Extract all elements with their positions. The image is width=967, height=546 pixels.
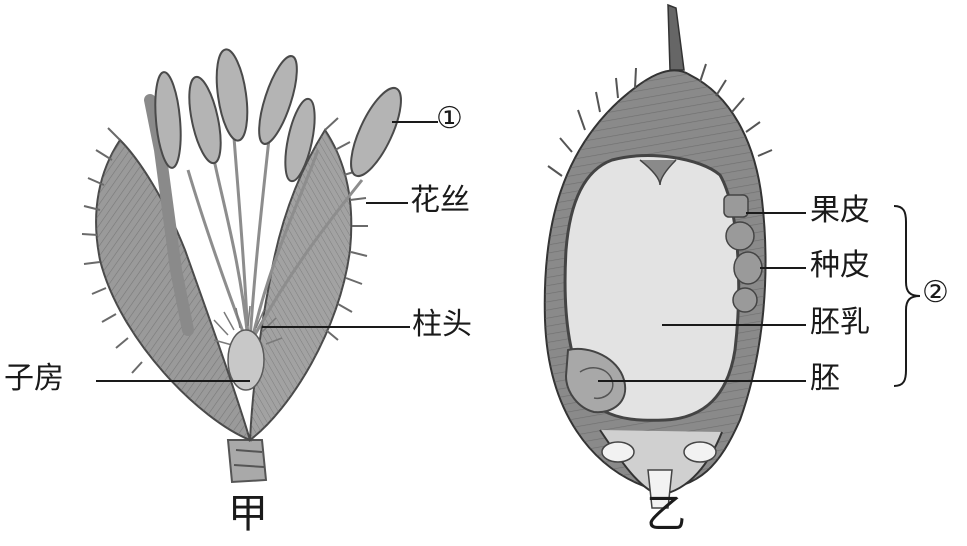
- ovary-label: 子房: [4, 364, 64, 394]
- figure-jia-caption: 甲: [228, 494, 268, 534]
- pericarp-label: 果皮: [810, 196, 870, 226]
- filament-label: 花丝: [410, 186, 470, 216]
- marker-2-label: ②: [922, 278, 949, 308]
- bracket: [894, 206, 920, 386]
- figure-yi-caption: 乙: [646, 494, 686, 534]
- grain-illustration: [545, 5, 772, 508]
- stigma-label: 柱头: [412, 310, 472, 340]
- seed-coat-label: 种皮: [810, 251, 870, 281]
- flower-illustration: [82, 47, 411, 482]
- marker-1-label: ①: [436, 104, 463, 134]
- embryo-label: 胚: [810, 364, 840, 394]
- endosperm-label: 胚乳: [810, 308, 870, 338]
